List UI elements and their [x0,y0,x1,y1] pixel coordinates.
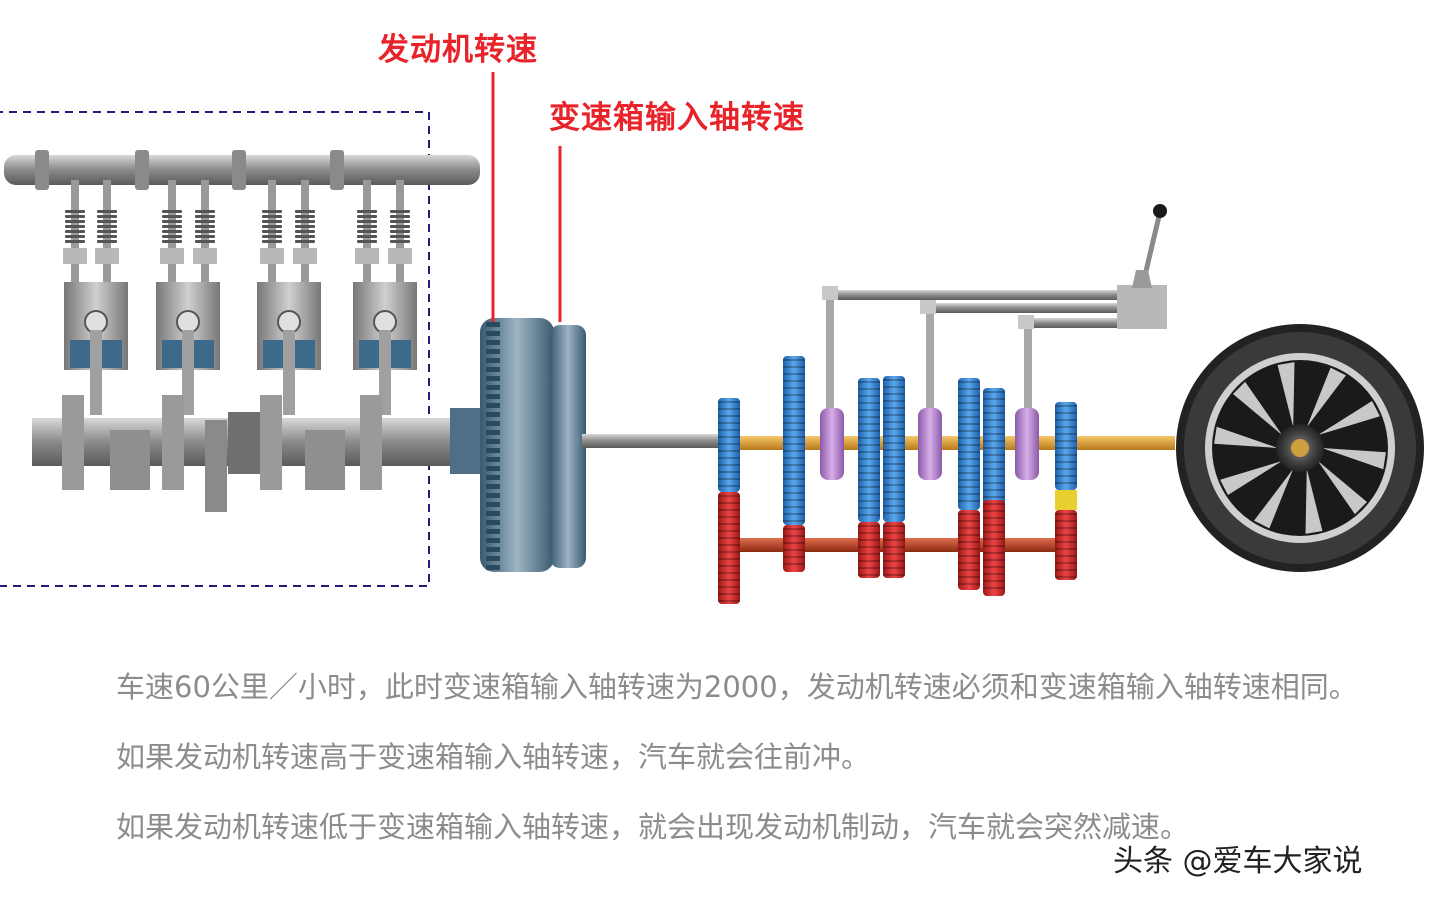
gear [1055,510,1077,580]
clutch-disc [550,325,586,568]
shift-rails [822,285,1167,410]
input-shaft [582,434,722,448]
caption-line-2: 如果发动机转速高于变速箱输入轴转速，汽车就会往前冲。 [116,740,871,774]
gear [718,398,740,492]
reverse-idler [1055,490,1077,510]
valve-spring [63,180,87,285]
watermark: 头条 @爱车大家说 [1113,844,1363,879]
wheel-spoke [1214,426,1278,448]
valve-spring [95,180,119,285]
wheel-spoke [1233,381,1283,436]
gear [883,522,905,578]
valve-spring [160,180,184,285]
wheel-spoke [1220,460,1283,496]
gear [783,356,805,525]
camshaft [4,150,480,190]
piston [156,282,220,415]
gear [983,388,1005,510]
wheel-spoke [1254,468,1294,529]
caption-line-3: 如果发动机转速低于变速箱输入轴转速，就会出现发动机制动，汽车就会突然减速。 [116,810,1190,844]
piston [353,282,417,415]
wheel-spoke [1305,468,1323,534]
synchronizer [918,408,942,480]
gear [1055,402,1077,490]
gear [883,376,905,522]
gear [958,510,980,590]
wheel-spoke [1277,362,1295,428]
gear [718,492,740,604]
synchronizer [1015,408,1039,480]
caption-line-1: 车速60公里／小时，此时变速箱输入轴转速为2000，发动机转速必须和变速箱输入轴… [116,670,1358,704]
valve-spring [388,180,412,285]
engine-dashed-box [0,111,430,587]
flywheel [450,318,554,572]
piston [64,282,128,415]
gear [983,500,1005,596]
input-shaft-speed-label: 变速箱输入轴转速 [549,100,805,136]
valve-spring [193,180,217,285]
gear [858,378,880,522]
wheel-spoke [1322,448,1386,470]
shift-lever [1132,204,1167,289]
piston [257,282,321,415]
wheel-spoke [1317,400,1380,436]
engine-speed-label: 发动机转速 [378,32,538,68]
crankshaft [32,395,472,512]
valve-spring [293,180,317,285]
valve-spring [260,180,284,285]
valve-assemblies [63,180,412,285]
wheel-spoke [1306,367,1346,428]
wheel-spoke [1317,460,1367,515]
valve-spring [355,180,379,285]
pistons [64,282,417,415]
gear [783,525,805,572]
synchronizer [820,408,844,480]
gear-set [718,356,1077,604]
gear [858,522,880,578]
gear [958,378,980,510]
wheel [1176,324,1424,572]
